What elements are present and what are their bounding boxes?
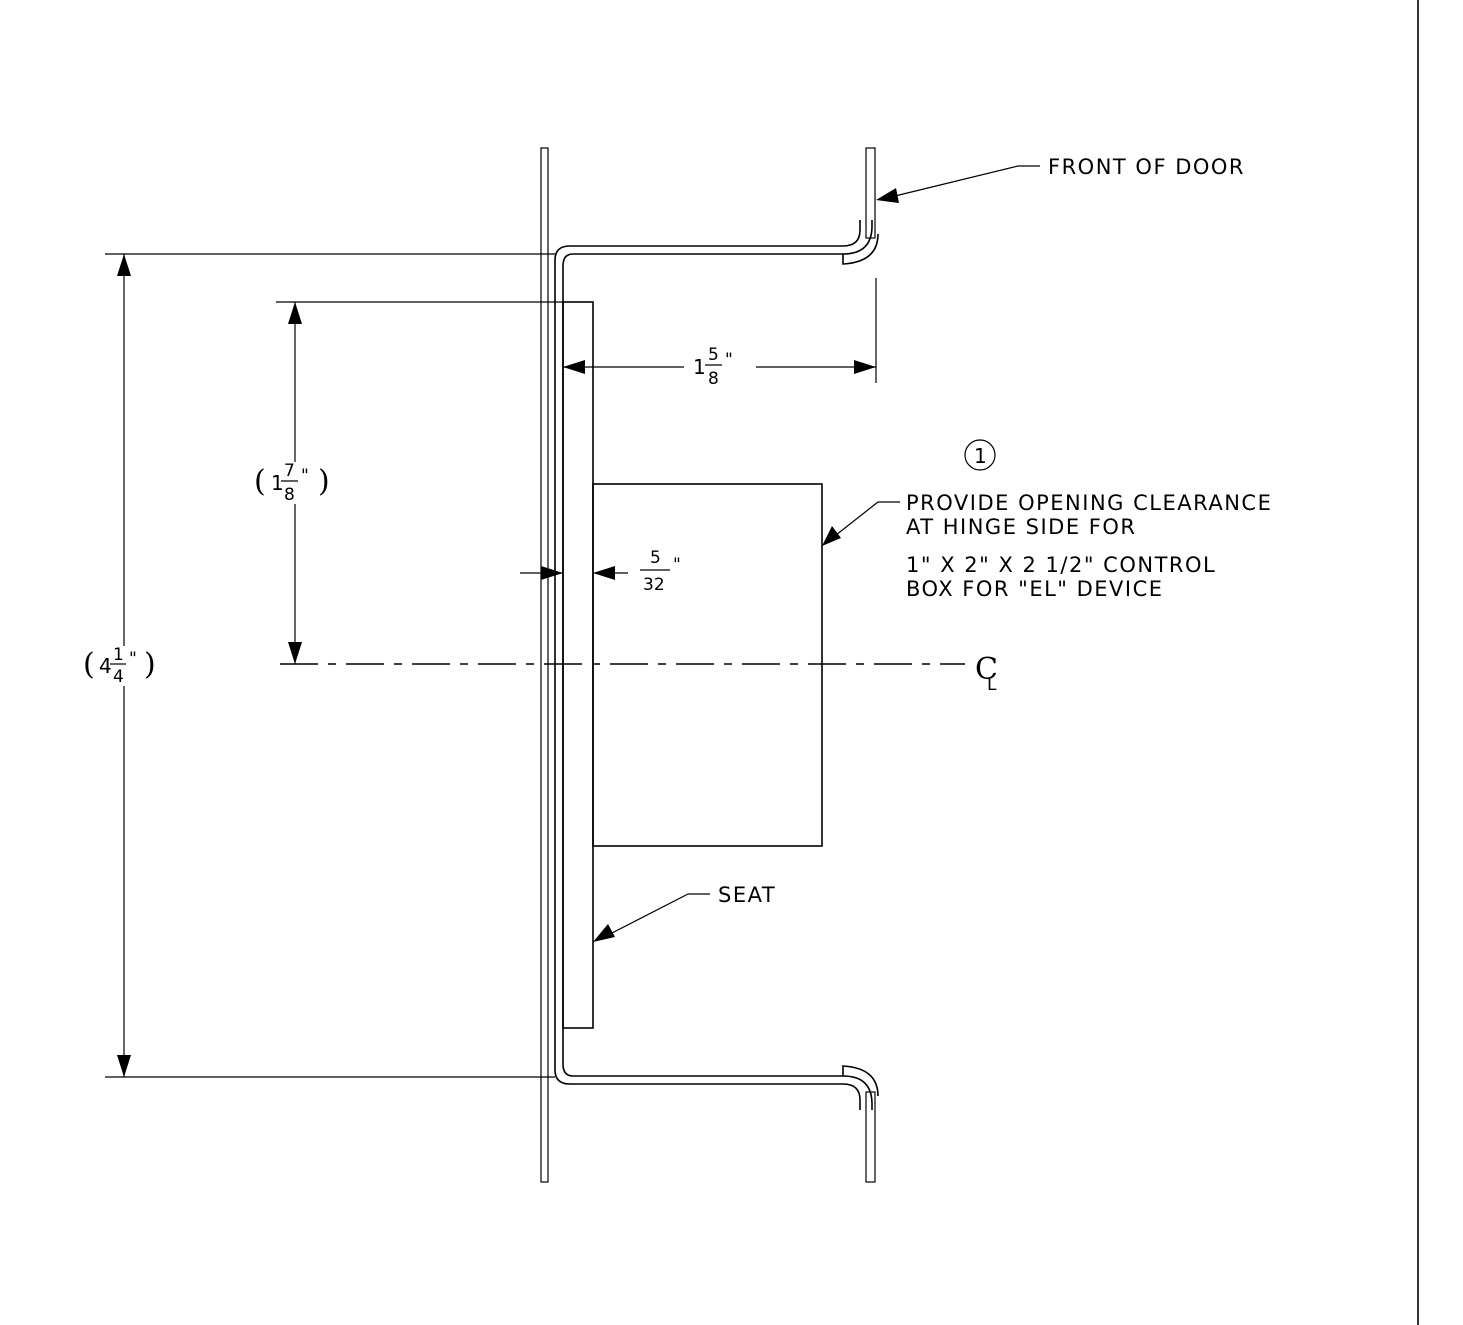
- dimension-seat-thickness: 5 32 ": [520, 548, 681, 595]
- note-number-circle: [964, 439, 996, 471]
- svg-text:": ": [301, 466, 309, 486]
- control-box: [592, 483, 823, 847]
- door-face-lower: [865, 1091, 876, 1183]
- svg-text:5: 5: [708, 345, 719, 365]
- svg-text:": ": [725, 350, 733, 370]
- hinge-hook-lower-hatch: [842, 1065, 879, 1097]
- svg-text:1: 1: [693, 355, 706, 379]
- svg-text:C: C: [975, 652, 998, 687]
- svg-text:): ): [144, 647, 156, 682]
- svg-text:4: 4: [113, 667, 124, 687]
- callout-front-of-door: FRONT OF DOOR: [876, 155, 1245, 203]
- svg-text:(: (: [254, 464, 266, 499]
- svg-text:": ": [129, 649, 137, 669]
- svg-text:32: 32: [643, 575, 665, 595]
- dimension-half-height: ( 1 7 8 " ): [254, 301, 563, 664]
- hinge-hook-lower: [842, 1075, 873, 1110]
- svg-text:1: 1: [271, 471, 284, 495]
- svg-text:PROVIDE OPENING CLEARANCE: PROVIDE OPENING CLEARANCE: [906, 491, 1272, 515]
- dimension-overall-height: ( 4 1 4 " ): [83, 253, 555, 1078]
- svg-text:SEAT: SEAT: [718, 883, 776, 907]
- svg-text:BOX FOR "EL" DEVICE: BOX FOR "EL" DEVICE: [906, 577, 1164, 601]
- svg-text:1: 1: [113, 645, 124, 665]
- svg-text:(: (: [83, 647, 95, 682]
- svg-text:4: 4: [99, 654, 112, 678]
- dimension-depth: 1 5 8 ": [563, 278, 877, 389]
- centerline-symbol: C L: [975, 652, 998, 695]
- hinge-hook-upper-hatch: [842, 233, 879, 265]
- callout-seat: SEAT: [593, 883, 776, 942]
- svg-text:L: L: [987, 675, 997, 695]
- seat-plate: [562, 301, 594, 1029]
- svg-text:": ": [673, 555, 681, 575]
- svg-text:AT HINGE SIDE FOR: AT HINGE SIDE FOR: [906, 515, 1137, 539]
- frame-wall: [540, 147, 549, 1183]
- hinge-leaf: [554, 245, 843, 1085]
- svg-text:FRONT OF DOOR: FRONT OF DOOR: [1048, 155, 1245, 179]
- svg-text:1: 1: [974, 444, 987, 468]
- svg-text:1" X 2" X 2 1/2" CONTROL: 1" X 2" X 2 1/2" CONTROL: [906, 553, 1216, 577]
- hinge-hook-upper: [842, 220, 873, 255]
- svg-text:8: 8: [708, 369, 719, 389]
- svg-text:5: 5: [650, 548, 661, 568]
- svg-text:7: 7: [284, 461, 295, 481]
- door-face-upper: [865, 147, 876, 239]
- svg-text:): ): [318, 464, 330, 499]
- callout-note-1: 1 PROVIDE OPENING CLEARANCE AT HINGE SID…: [822, 439, 1272, 601]
- svg-text:8: 8: [284, 485, 295, 505]
